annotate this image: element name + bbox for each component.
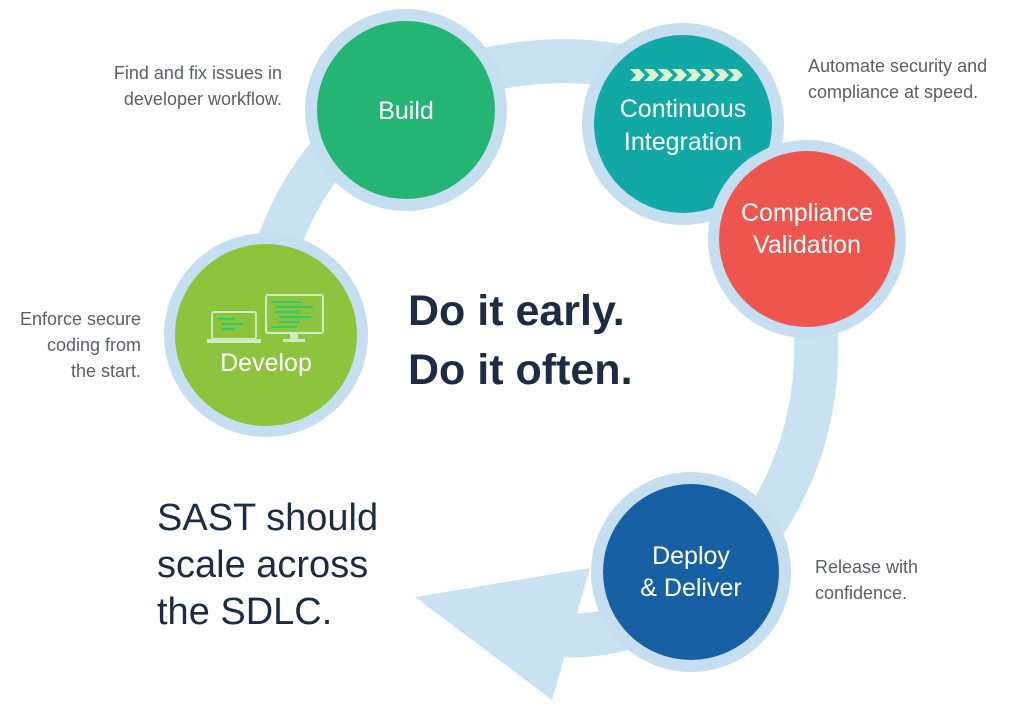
headline-line2: Do it often. — [408, 346, 633, 394]
deploy-note-line1: Release with — [815, 557, 918, 577]
deploy-note: Release with confidence. — [815, 557, 918, 603]
deploy-label-line2: & Deliver — [640, 574, 741, 602]
compliance-label-line1: Compliance — [741, 199, 873, 227]
chevron-arrow-icon — [630, 69, 743, 81]
sast-statement: SAST should scale across the SDLC. — [157, 497, 378, 633]
develop-note-line1: Enforce secure — [20, 309, 141, 329]
build-label: Build — [378, 97, 434, 125]
ci-note: Automate security and compliance at spee… — [808, 56, 987, 102]
build-note-line1: Find and fix issues in — [114, 63, 282, 83]
build-note: Find and fix issues in developer workflo… — [114, 63, 282, 109]
develop-label: Develop — [220, 349, 312, 377]
headline-line1: Do it early. — [408, 287, 625, 335]
develop-note-line2: coding from — [47, 335, 141, 355]
sast-line1: SAST should — [157, 497, 378, 539]
cycle-arrowhead — [415, 568, 590, 700]
ci-label-line1: Continuous — [620, 95, 746, 123]
sast-line3: the SDLC. — [157, 591, 332, 633]
deploy-label-line1: Deploy — [652, 542, 730, 570]
develop-node[interactable]: Develop — [164, 233, 368, 437]
continuous-integration-node[interactable]: Continuous Integration — [582, 23, 784, 225]
laptop-and-monitor-icon — [207, 294, 324, 343]
ci-label-line2: Integration — [624, 128, 742, 156]
compliance-validation-node[interactable]: Compliance Validation — [708, 140, 906, 338]
deploy-note-line2: confidence. — [815, 583, 907, 603]
ci-note-line1: Automate security and — [808, 56, 987, 76]
build-note-line2: developer workflow. — [124, 89, 282, 109]
headline: Do it early. Do it often. — [408, 287, 633, 394]
develop-note: Enforce secure coding from the start. — [20, 309, 141, 381]
build-node[interactable]: Build — [305, 9, 507, 211]
compliance-label-line2: Validation — [753, 231, 861, 259]
deploy-deliver-node[interactable]: Deploy & Deliver — [591, 472, 791, 672]
sast-line2: scale across — [157, 544, 368, 586]
develop-note-line3: the start. — [71, 361, 141, 381]
ci-note-line2: compliance at speed. — [808, 82, 978, 102]
